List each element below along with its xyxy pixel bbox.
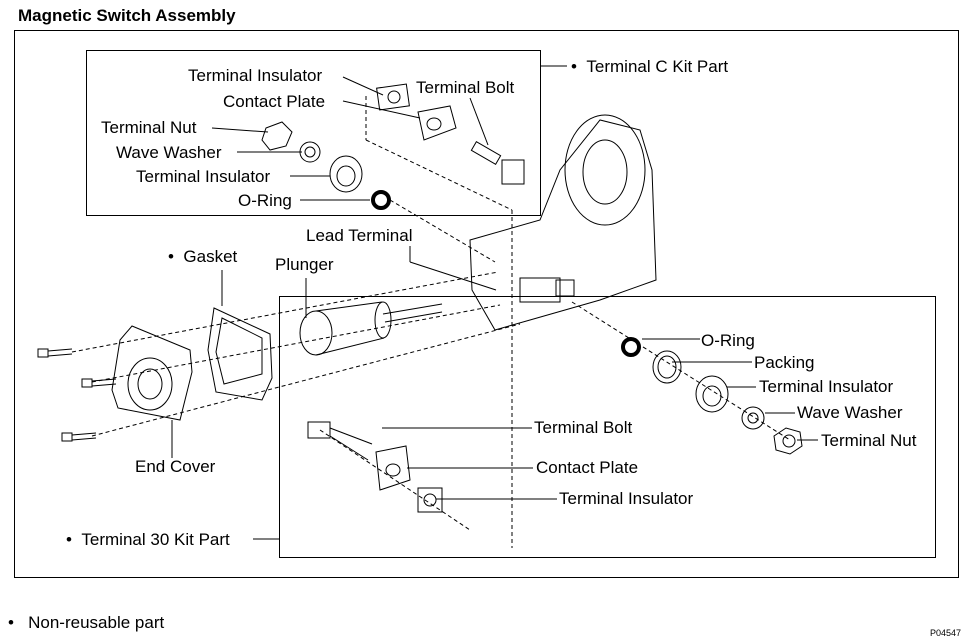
t30-terminal-insulator-label: Terminal Insulator	[559, 489, 694, 508]
footnote-legend: • Non-reusable part	[8, 613, 164, 633]
c-terminal-nut-label: Terminal Nut	[101, 118, 197, 137]
r-packing-label: Packing	[754, 353, 815, 372]
r-terminal-insulator-label: Terminal Insulator	[759, 377, 894, 396]
terminal-30-kit-label: • Terminal 30 Kit Part	[66, 531, 230, 549]
non-reusable-bullet: •	[8, 613, 14, 632]
r-o-ring-label: O-Ring	[701, 331, 755, 350]
c-terminal-insulator-top-label: Terminal Insulator	[188, 66, 323, 85]
plunger-label: Plunger	[275, 255, 334, 274]
gasket-text: Gasket	[183, 247, 238, 266]
c-o-ring-label: O-Ring	[238, 191, 292, 210]
c-contact-plate-label: Contact Plate	[223, 92, 326, 111]
diagram-title: Magnetic Switch Assembly	[18, 6, 236, 25]
non-reusable-bullet: •	[168, 247, 174, 266]
c-wave-washer-label: Wave Washer	[116, 143, 222, 162]
terminal-30-kit-text: Terminal 30 Kit Part	[81, 530, 230, 549]
non-reusable-bullet: •	[66, 530, 72, 549]
r-terminal-nut-label: Terminal Nut	[821, 431, 917, 450]
end-cover-label: End Cover	[135, 457, 216, 476]
c-terminal-bolt-label: Terminal Bolt	[416, 78, 515, 97]
lead-terminal-label: Lead Terminal	[306, 226, 413, 245]
terminal-c-kit-text: Terminal C Kit Part	[586, 57, 729, 76]
t30-contact-plate-label: Contact Plate	[536, 458, 639, 477]
non-reusable-bullet: •	[571, 57, 577, 76]
gasket-label: • Gasket	[168, 248, 237, 266]
r-wave-washer-label: Wave Washer	[797, 403, 903, 422]
footnote-text: Non-reusable part	[28, 613, 165, 632]
terminal-30-kit-box	[279, 296, 936, 558]
t30-terminal-bolt-label: Terminal Bolt	[534, 418, 633, 437]
terminal-c-kit-label: • Terminal C Kit Part	[571, 58, 728, 76]
figure-code: P04547	[930, 628, 962, 638]
c-terminal-insulator-label: Terminal Insulator	[136, 167, 271, 186]
terminal-c-kit-box	[86, 50, 541, 216]
diagram-frame	[14, 30, 959, 578]
